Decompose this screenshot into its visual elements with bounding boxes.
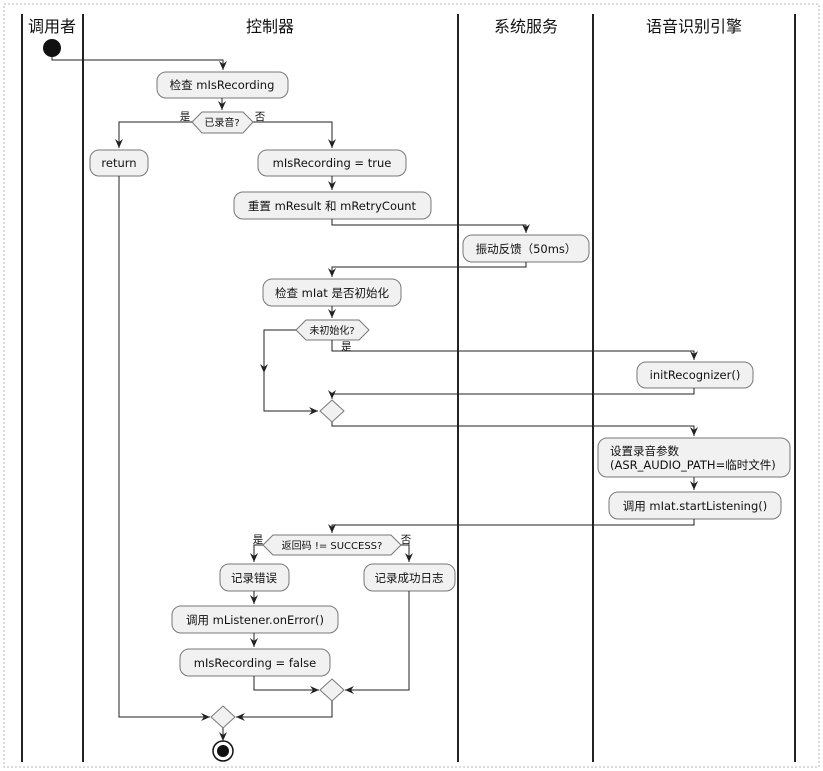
lane-header-system-service: 系统服务 <box>494 17 558 36</box>
retcode-no-label: 否 <box>401 534 412 546</box>
edge-vibrate-to-check-iat <box>328 262 527 277</box>
start-node <box>43 39 61 57</box>
end-node-inner <box>217 745 229 757</box>
on-error-node <box>171 605 339 634</box>
log-success-label: 记录成功日志 <box>375 571 444 585</box>
set-params-label-line2: (ASR_AUDIO_PATH=临时文件) <box>610 458 776 472</box>
check-iat-label: 检查 mIat 是否初始化 <box>275 286 389 300</box>
not-init-decision-label: 未初始化? <box>309 324 354 337</box>
edge-merge-to-final <box>236 701 333 721</box>
init-recognizer-label: initRecognizer() <box>650 368 741 382</box>
recorded-decision-label: 已录音? <box>204 116 239 129</box>
lane-header-asr-engine: 语音识别引擎 <box>646 17 742 36</box>
recorded-no-label: 否 <box>255 111 266 123</box>
set-recording-false-label: mIsRecording = false <box>194 656 316 670</box>
start-listening-label: 调用 mIat.startListening() <box>623 499 767 513</box>
start-listening-node <box>608 491 782 520</box>
init-recognizer-node <box>636 361 754 389</box>
merge-diamond-init <box>319 399 345 423</box>
edge-return-to-final <box>118 176 210 721</box>
retcode-yes-label: 是 <box>253 534 264 546</box>
recorded-yes-label: 是 <box>180 111 191 123</box>
edge-retcode-yes <box>250 544 263 562</box>
edge-recorded-yes <box>115 121 192 148</box>
edge-recorded-no <box>253 121 336 148</box>
on-error-label: 调用 mListener.onError() <box>186 613 324 627</box>
edge-reset-to-vibrate <box>331 219 530 233</box>
retcode-decision-label: 返回码 != SUCCESS? <box>282 540 383 552</box>
reset-label: 重置 mResult 和 mRetryCount <box>248 199 417 213</box>
set-params-label-line1: 设置录音参数 <box>610 444 679 458</box>
edge-not-init-no <box>260 329 296 373</box>
vibrate-label: 振动反馈（50ms） <box>476 242 577 256</box>
check-recording-label: 检查 mIsRecording <box>170 78 275 92</box>
edge-retcode-no <box>401 544 413 562</box>
edge-no-to-merge <box>263 371 318 415</box>
set-recording-true-label: mIsRecording = true <box>273 156 392 170</box>
edge-init-to-merge <box>328 388 695 399</box>
merge-diamond-final <box>210 705 236 729</box>
edge-false-to-merge <box>253 676 319 694</box>
merge-diamond-retcode <box>319 678 345 702</box>
lane-header-caller: 调用者 <box>28 17 76 36</box>
edge-merge-to-params <box>331 422 698 436</box>
edge-start-to-check <box>51 57 227 70</box>
edge-listen-to-retcode <box>328 519 695 533</box>
edge-not-init-yes <box>331 340 698 360</box>
not-init-decision <box>295 319 370 341</box>
set-recording-false-node <box>179 648 331 677</box>
edge-success-to-merge <box>345 591 410 694</box>
log-error-label: 记录错误 <box>231 571 277 585</box>
not-init-yes-label: 是 <box>341 341 352 353</box>
lane-header-controller: 控制器 <box>246 17 294 36</box>
return-label: return <box>101 156 136 170</box>
diagram-frame <box>3 3 820 768</box>
